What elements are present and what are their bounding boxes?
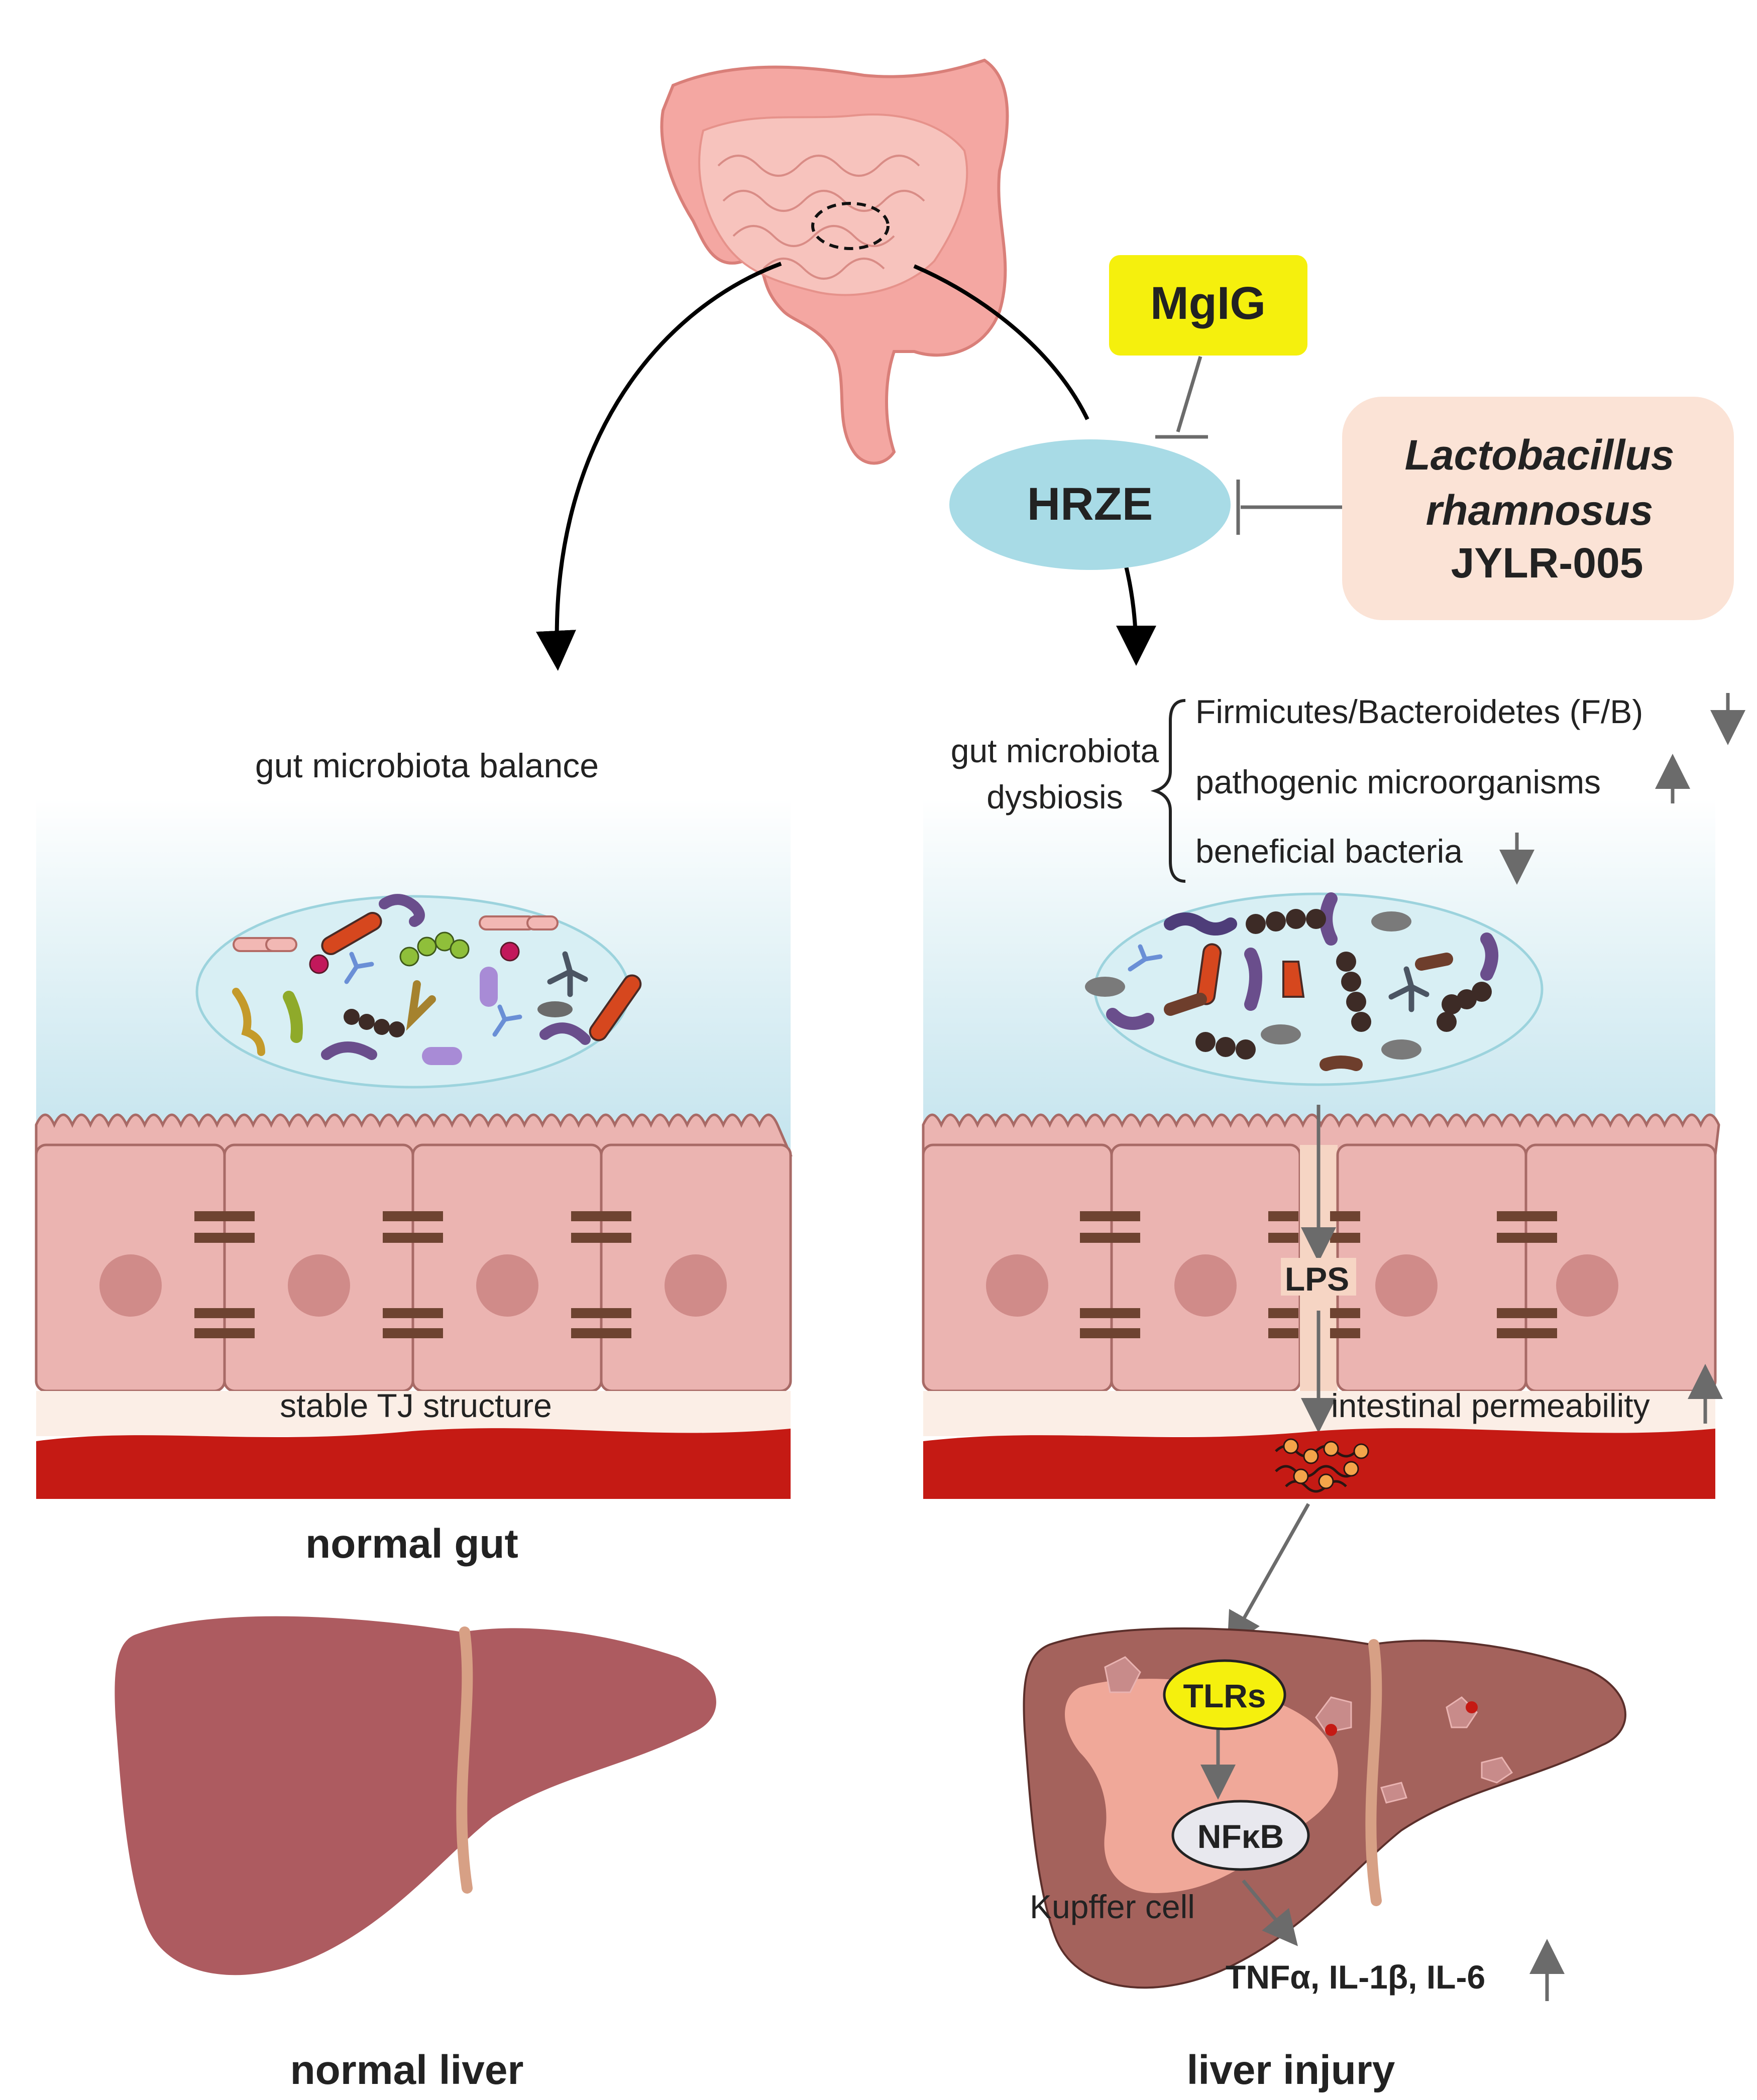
dysbiosis-label-line-1: gut microbiota — [951, 732, 1159, 769]
microbiota-change-3: beneficial bacteria — [1195, 833, 1463, 870]
microbiota-change-1: Firmicutes/Bacteroidetes (F/B) — [1195, 693, 1643, 730]
hrze-label: HRZE — [1027, 479, 1153, 530]
dysbiosis-brace — [1150, 699, 1186, 883]
kupffer-cell-label: Kupffer cell — [1030, 1888, 1195, 1925]
probiotic-line-3: JYLR-005 — [1451, 539, 1643, 587]
normal-liver-title: normal liver — [290, 2047, 524, 2093]
lps-in-blood — [1275, 1438, 1369, 1493]
normal-tj-label: stable TJ structure — [280, 1387, 552, 1424]
nfkb-label: NFκB — [1197, 1818, 1284, 1855]
normal-gut-panel: gut microbiota balance — [35, 747, 793, 1567]
microbiota-change-2: pathogenic microorganisms — [1195, 763, 1601, 800]
mgig-box — [1109, 255, 1307, 356]
microbiota-changes-list: Firmicutes/Bacteroidetes (F/B) pathogenic… — [1195, 693, 1745, 885]
normal-villi — [35, 1113, 793, 1156]
lps-label: LPS — [1285, 1260, 1349, 1298]
dysbiosis-label-line-2: dysbiosis — [986, 778, 1123, 815]
nfkb-ellipse — [1171, 1800, 1310, 1871]
probiotic-line-2: rhamnosus — [1426, 487, 1654, 534]
injury-gut-panel: gut microbiota dysbiosis Firmicutes/Bact… — [922, 693, 1745, 1499]
tlrs-ellipse — [1163, 1659, 1286, 1730]
tlrs-label: TLRs — [1183, 1677, 1266, 1714]
injury-blood-vessel — [923, 1428, 1715, 1499]
probiotic-box — [1342, 397, 1734, 620]
arrow-to-normal-gut — [536, 262, 782, 671]
injury-epithelial-cells — [922, 1143, 1717, 1392]
cytokines-label: TNFα, IL-1β, IL-6 — [1226, 1958, 1485, 1996]
normal-tight-junctions — [194, 1211, 631, 1338]
normal-gut-title: normal gut — [305, 1521, 518, 1567]
intestine-illustration — [660, 58, 1009, 465]
hrze-ellipse — [949, 439, 1231, 570]
mgig-inhibit-line — [1176, 356, 1202, 433]
arrow-to-hrze — [913, 264, 1089, 420]
injured-liver — [1023, 1627, 1626, 1989]
probiotic-line-1: Lactobacillus — [1405, 431, 1675, 479]
nfkb-to-cytokines-arrow — [1242, 1879, 1298, 1946]
normal-microbiota-label: gut microbiota balance — [255, 747, 599, 785]
arrow-to-dysbiosis — [1116, 562, 1156, 666]
injury-tight-junctions — [1080, 1211, 1557, 1338]
dysbiosis-bacteria-group — [1085, 892, 1498, 1071]
normal-blood-vessel — [36, 1428, 791, 1499]
injured-liver-title: liver injury — [1187, 2047, 1395, 2093]
normal-bacteria-group — [232, 894, 642, 1065]
blood-to-liver-arrow — [1227, 1503, 1310, 1649]
normal-liver — [115, 1616, 716, 1975]
normal-epithelial-cells — [35, 1143, 792, 1392]
permeability-label: intestinal permeability — [1331, 1387, 1650, 1424]
mgig-label: MgIG — [1150, 278, 1266, 329]
